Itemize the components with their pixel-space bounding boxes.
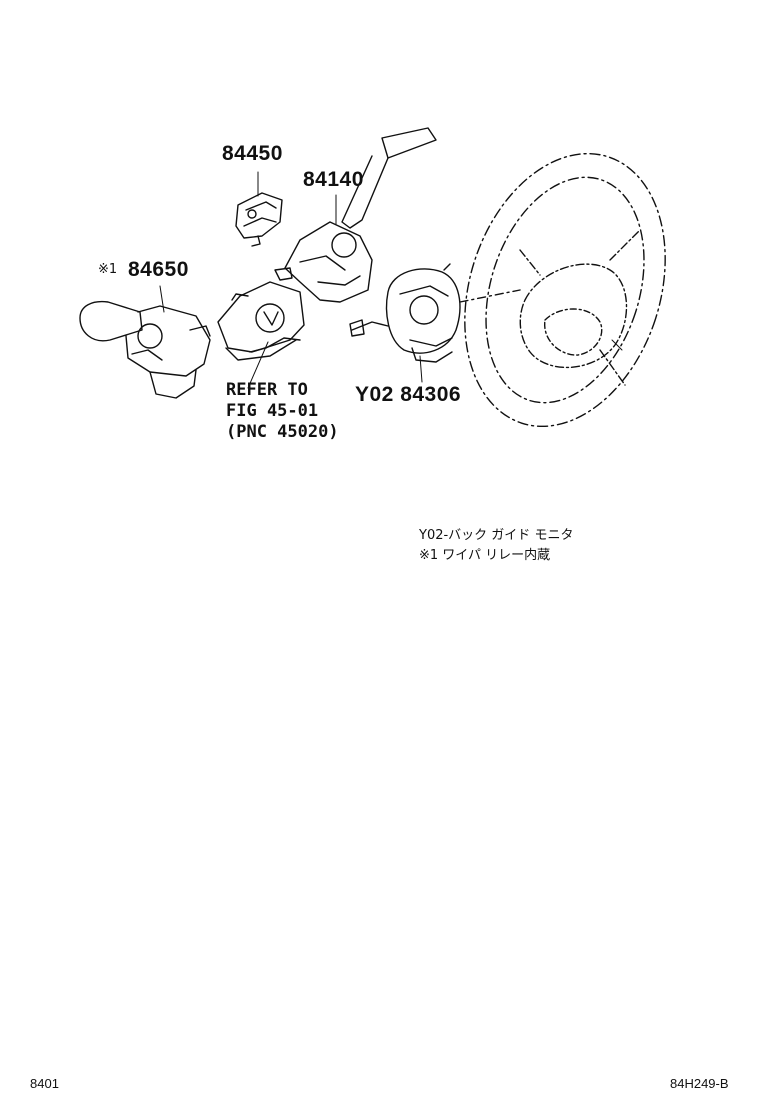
figure-code: 84H249-B [670,1076,729,1091]
page-code: 8401 [30,1076,59,1091]
part-84306-drawing [349,263,461,363]
wiper-relay-marker: ※1 [98,262,118,277]
note-y02: Y02-バック ガイド モニタ [419,528,574,543]
part-84650-drawing [79,300,211,399]
refer-pnc-line: (PNC 45020) [226,422,339,442]
refer-module-drawing [217,281,305,361]
part-84450-drawing [235,192,283,247]
leader-84650 [159,285,165,313]
part-number-84306[interactable]: Y02 84306 [355,383,462,406]
refer-to-line: REFER TO [226,380,308,400]
refer-figure-line[interactable]: FIG 45-01 [226,401,319,421]
note-wiper-relay: ※1 ワイパ リレー内蔵 [419,548,551,563]
steering-wheel [464,152,666,428]
wheel-axis-line [459,289,521,303]
leader-refer [247,341,269,389]
leader-84306 [419,355,423,383]
part-number-84650[interactable]: 84650 [128,258,189,281]
part-number-84450[interactable]: 84450 [222,142,283,165]
part-number-84140[interactable]: 84140 [303,168,364,191]
part-84140-drawing [274,127,437,303]
